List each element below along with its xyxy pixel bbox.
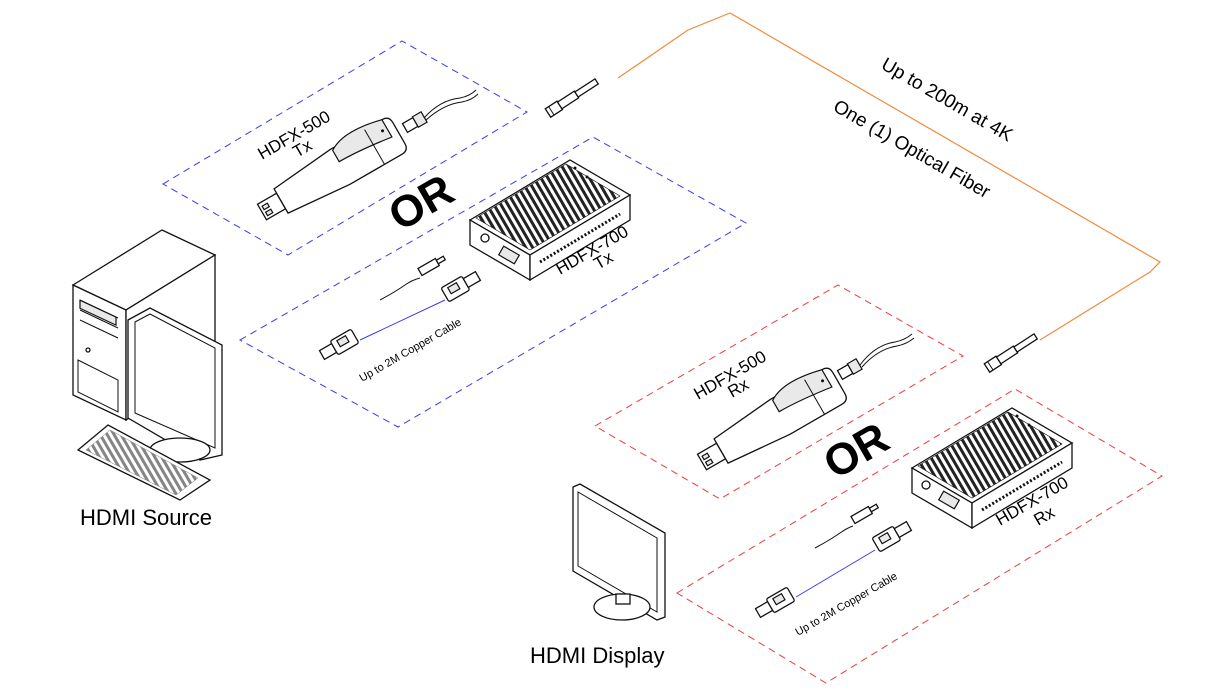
rx-group: HDFX-500 Rx OR HDFX-700 Rx xyxy=(594,284,1163,684)
hdmi-display-monitor-icon xyxy=(572,483,666,621)
tx-or-label: OR xyxy=(381,165,463,240)
tx-option-a-boundary xyxy=(162,40,528,256)
hdmi-source-label: HDMI Source xyxy=(80,505,212,530)
rx-option-a-boundary xyxy=(594,284,964,500)
rx-or-label: OR xyxy=(816,413,898,488)
tx-copper-cable-label: Up to 2M Copper Cable xyxy=(358,316,464,384)
hdfx-500-rx-device-icon xyxy=(696,367,847,471)
rx-option-b-boundary xyxy=(676,388,1163,684)
hdmi-copper-cable-rx-icon xyxy=(754,503,913,619)
tx-group: HDFX-500 Tx OR HDFX-700 Tx xyxy=(162,40,748,428)
usb-power-cable-rx-icon xyxy=(836,333,915,381)
hdfx-700-tx-device-icon xyxy=(468,159,632,282)
rx-copper-cable-label: Up to 2M Copper Cable xyxy=(794,570,900,638)
tx-option-b-boundary xyxy=(238,136,748,428)
hdfx-700-rx-device-icon xyxy=(910,407,1074,530)
hdmi-copper-cable-tx-icon xyxy=(318,255,482,361)
hdmi-source-computer-icon xyxy=(71,229,223,501)
hdfx-500-tx-device-icon xyxy=(256,117,407,221)
optical-fiber xyxy=(617,12,1161,341)
fiber-connector-rx-icon xyxy=(983,332,1039,374)
usb-power-cable-tx-icon xyxy=(401,89,479,134)
fiber-connector-tx-icon xyxy=(544,77,600,119)
hdmi-display-label: HDMI Display xyxy=(530,643,664,668)
